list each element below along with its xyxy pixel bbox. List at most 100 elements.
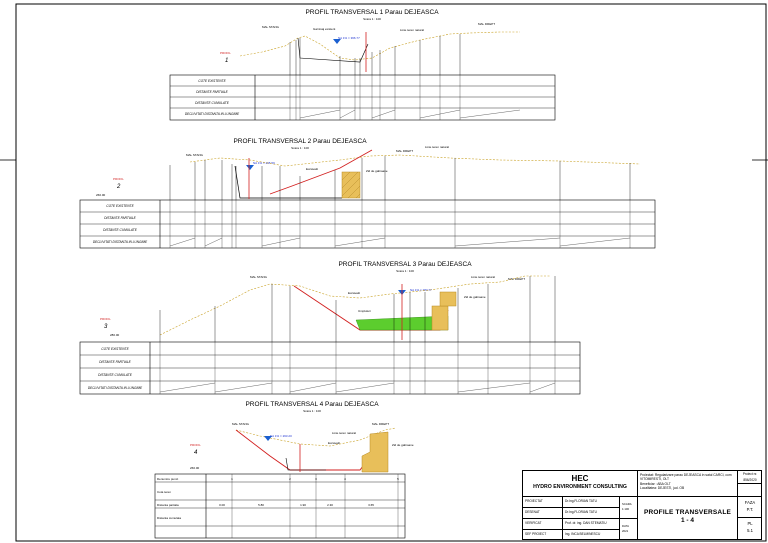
phase-label: FAZA [744, 500, 756, 505]
profile-3-row-label-2: DISTANTE CUMULATE [98, 373, 133, 377]
profile-1: PROFIL TRANSVERSAL 1 Parau DEJEASCA Scar… [169, 9, 556, 121]
date-label: DATA [622, 524, 630, 528]
profile-4-water-level: NA 1% = 263.20 [270, 434, 292, 438]
profile-2-row-label-3: DECLIVITATI DISTANTA IN LUNGIME [93, 240, 148, 244]
role-label-1: DESENAT [523, 508, 563, 519]
profile-4-point-3: 4 [344, 477, 346, 481]
profile-4-excavation [235, 429, 373, 471]
profile-3-gabion-upper [439, 291, 457, 307]
sheet-frame [15, 3, 767, 542]
sheet-label: PL [747, 521, 753, 526]
profile-4-scale: Scara 1 : 100 [303, 409, 321, 413]
profile-1-row-label-2: DISTANTE CUMULATE [195, 101, 230, 105]
profile-4-marker: PROFIL [190, 443, 201, 447]
profile-3-title: PROFIL TRANSVERSAL 3 Parau DEJEASCA [338, 261, 472, 268]
profile-4-row-label-1: Cota teren [157, 490, 171, 494]
project-no-box: Proiect nr. 856/2020 [738, 471, 762, 484]
profile-3-verticals [159, 276, 556, 342]
profile-1-table [169, 74, 556, 121]
role-label-0: PROIECTAT [523, 497, 563, 508]
profile-2-annotation-2: Zid de gabioane [366, 169, 388, 173]
profile-2: PROFIL TRANSVERSAL 2 Parau DEJEASCA Scar… [79, 138, 656, 249]
profile-4-partial-3: 2.30 [327, 503, 333, 507]
profile-3-marker: PROFIL [100, 317, 111, 321]
profile-4-point-2: 3 [315, 477, 317, 481]
profile-1-marker: PROFIL [220, 51, 231, 55]
profile-3-number: 3 [104, 324, 108, 330]
profile-2-annotation-1: Excavatii [306, 167, 318, 171]
phase-box: FAZA P.T. [738, 497, 762, 518]
profile-4-partial-1: 5.80 [258, 503, 264, 507]
profile-2-excavation [269, 149, 373, 195]
profile-2-channel [234, 165, 342, 199]
profile-2-row-label-1: DISTANTE PARTIALE [104, 216, 136, 220]
project-location: Localitatea: DEJESTI, jud. OB [640, 485, 685, 490]
profile-4-bank-right: MAL DREPT [372, 422, 389, 426]
profile-1-row-label-0: COTE EXISTENTE [198, 79, 226, 83]
profile-2-water-triangle [246, 165, 254, 170]
profile-2-slope-hatch [169, 237, 631, 247]
profile-4-partial-4: 3.65 [368, 503, 374, 507]
profile-1-bank-left: MAL STANG [262, 25, 280, 29]
profile-1-verticals [289, 34, 461, 75]
profile-4-channel [285, 457, 326, 471]
profile-1-channel [297, 37, 369, 63]
profile-2-bank-left: MAL STANG [186, 153, 204, 157]
sheet-box: PL 5.1 [738, 518, 762, 540]
project-name: Proiectat: Regularizare parau DEJEASCA i… [640, 473, 732, 482]
profile-3-annotation-3: Zid de gabioane [464, 295, 486, 299]
profile-4-title: PROFIL TRANSVERSAL 4 Parau DEJEASCA [245, 401, 379, 408]
profile-3-table-ticks [159, 342, 556, 394]
title-block: HEC HYDRO ENVIRONMENT CONSULTING Proiect… [522, 470, 762, 540]
profile-1-row-label-1: DISTANTE PARTIALE [196, 90, 228, 94]
profile-3-slope-hatch [159, 382, 556, 393]
profile-2-annotation-0: Linie teren natural [425, 145, 449, 149]
profile-3-annotation-2: Umpluturi [358, 309, 371, 313]
profile-4-datum: 260.00 [190, 466, 200, 470]
profile-2-verticals [169, 156, 631, 200]
project-info: Proiectat: Regularizare parau DEJEASCA i… [638, 471, 738, 497]
profile-1-row-label-3: DECLIVITATI DISTANTA IN LUNGIME [185, 112, 240, 116]
side-spacer [738, 484, 762, 497]
profile-4-annotation-1: Excavatii [328, 441, 340, 445]
profile-4-annotation-0: Linie teren natural [332, 431, 356, 435]
profile-1-scale: Scara 1 : 100 [363, 17, 381, 21]
role-name-1: Dr.Ing.FLORIAN TATU [563, 508, 620, 519]
date-box: DATA 2021 [620, 519, 638, 540]
project-no-label: Proiect nr. [742, 472, 758, 476]
scale-label: SCARA [622, 502, 632, 506]
profile-3-row-label-1: DISTANTE PARTIALE [99, 360, 131, 364]
profile-2-ground-line [189, 154, 641, 167]
phase-value: P.T. [746, 507, 754, 512]
profile-4-gabion-wall [361, 431, 389, 473]
profile-2-title: PROFIL TRANSVERSAL 2 Parau DEJEASCA [233, 138, 367, 145]
profile-4-table-ticks [231, 474, 399, 538]
profile-4-row-label-2: Distanta partiala [157, 503, 179, 507]
profile-3-datum: 280.00 [110, 333, 120, 337]
project-beneficiary: Beneficiar : ABA OLT [640, 481, 671, 486]
profile-4-number: 4 [194, 450, 198, 456]
profile-3-annotation-1: Excavatii [348, 291, 360, 295]
profile-4-point-1: 2 [289, 477, 291, 481]
profile-4: PROFIL TRANSVERSAL 4 Parau DEJEASCA Scar… [154, 401, 414, 539]
date-value: 2021 [622, 529, 629, 533]
drawing-title-box: PROFILE TRANSVERSALE 1 - 4 [638, 497, 738, 540]
profile-4-bank-left: MAL STANG [232, 422, 250, 426]
profile-4-table [154, 473, 406, 539]
role-name-0: Dr.Ing.FLORIAN TATU [563, 497, 620, 508]
role-label-2: VERIFICAT [523, 519, 563, 530]
drawing-title: PROFILE TRANSVERSALE [643, 509, 732, 516]
company-short: HEC [571, 474, 589, 483]
profile-2-water-level: NA 1% = 265.59 [253, 161, 275, 165]
profile-3-annotation-0: Linie teren natural [471, 275, 495, 279]
profile-4-ground-line [235, 427, 397, 447]
profile-4-partial-0: 0.00 [219, 503, 225, 507]
profile-3-row-label-0: COTE EXISTENTE [101, 347, 129, 351]
profile-2-row-label-2: DISTANTE CUMULATE [103, 228, 138, 232]
profile-1-water-triangle [333, 39, 341, 44]
profile-4-point-4: 5 [397, 477, 399, 481]
profile-2-table-ticks [169, 200, 631, 248]
profile-2-scale: Scara 1 : 100 [291, 146, 309, 150]
profile-1-slope-hatch [299, 109, 521, 119]
profile-2-bank-right: MAL DREPT [396, 149, 413, 153]
